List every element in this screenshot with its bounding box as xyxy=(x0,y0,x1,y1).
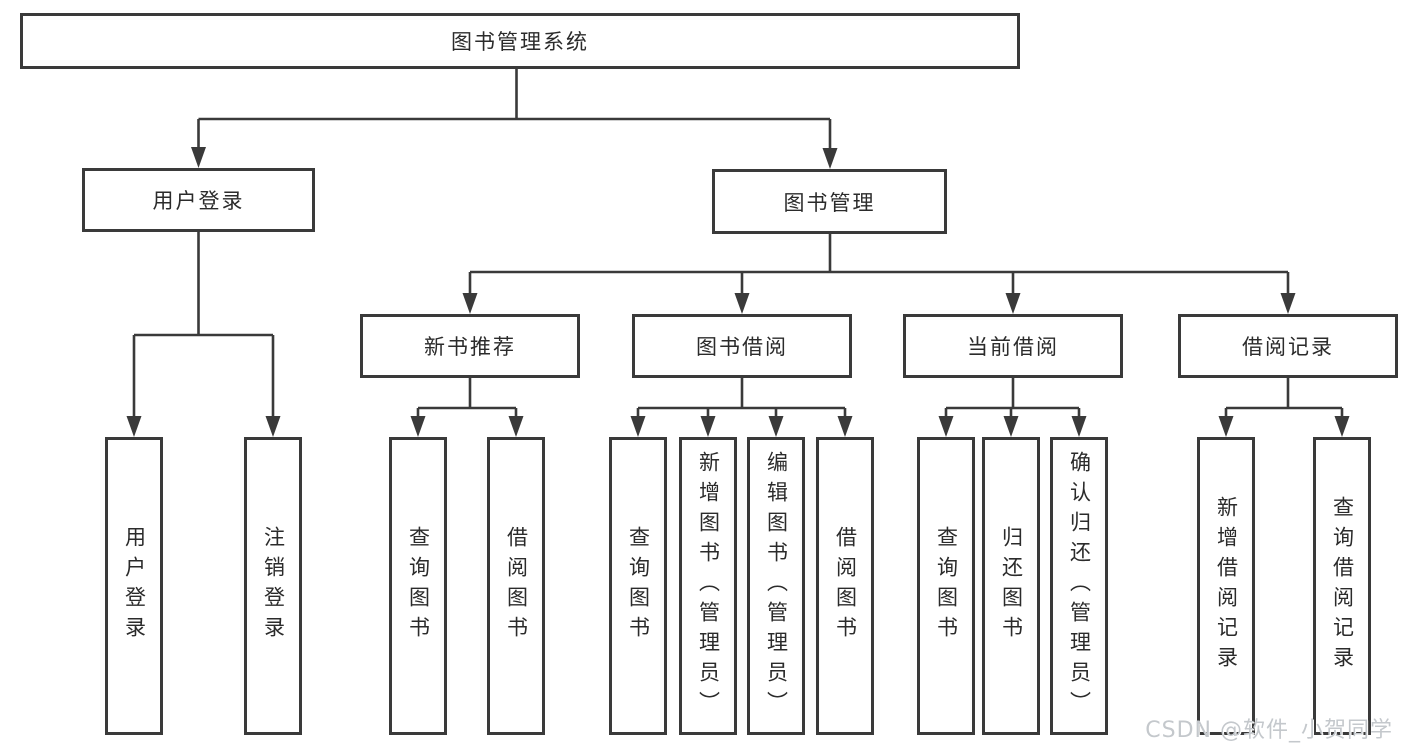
arrowhead xyxy=(700,416,716,437)
connector-records-leaves xyxy=(1224,378,1344,418)
arrowhead xyxy=(938,416,954,437)
leaf-edit-book-admin-label: 编辑图书（管理员） xyxy=(764,451,789,721)
leaf-borrow-books-label: 借阅图书 xyxy=(833,526,858,646)
leaf-add-book-admin-label: 新增图书（管理员） xyxy=(696,451,721,721)
arrowhead xyxy=(734,293,750,314)
arrowhead xyxy=(508,416,524,437)
node-borrow-records-label: 借阅记录 xyxy=(1242,335,1334,359)
connector-borrow-leaves xyxy=(636,378,847,418)
leaf-logout: 注销登录 xyxy=(244,437,302,735)
node-book-management-label: 图书管理 xyxy=(783,190,876,215)
node-current-borrow-label: 当前借阅 xyxy=(967,335,1059,359)
leaf-add-book-admin: 新增图书（管理员） xyxy=(679,437,737,735)
leaf-add-borrow-record-label: 新增借阅记录 xyxy=(1214,496,1239,676)
arrowhead xyxy=(462,293,478,314)
arrowhead xyxy=(1005,293,1021,314)
leaf-return-book-label: 归还图书 xyxy=(999,526,1024,646)
arrowhead xyxy=(265,416,281,437)
leaf-borrow-books-recommend-label: 借阅图书 xyxy=(504,526,529,646)
node-root-label: 图书管理系统 xyxy=(451,30,589,54)
leaf-edit-book-admin: 编辑图书（管理员） xyxy=(747,437,805,735)
node-current-borrow: 当前借阅 xyxy=(903,314,1123,378)
node-new-book-recommend-label: 新书推荐 xyxy=(424,335,516,359)
leaf-query-borrow-record-label: 查询借阅记录 xyxy=(1330,496,1355,676)
arrowhead xyxy=(837,416,853,437)
leaf-add-borrow-record: 新增借阅记录 xyxy=(1197,437,1255,735)
node-new-book-recommend: 新书推荐 xyxy=(360,314,580,378)
arrowhead xyxy=(410,416,426,437)
leaf-return-book: 归还图书 xyxy=(982,437,1040,735)
node-user-login: 用户登录 xyxy=(82,168,315,232)
leaf-confirm-return-admin-label: 确认归还（管理员） xyxy=(1067,451,1092,721)
node-book-borrow: 图书借阅 xyxy=(632,314,852,378)
leaf-user-login-label: 用户登录 xyxy=(122,526,147,646)
arrowhead xyxy=(1218,416,1234,437)
arrowhead xyxy=(191,147,206,168)
leaf-query-books-current-label: 查询图书 xyxy=(934,526,959,646)
node-user-login-label: 用户登录 xyxy=(152,189,245,213)
node-book-borrow-label: 图书借阅 xyxy=(696,335,788,359)
leaf-query-books-recommend-label: 查询图书 xyxy=(406,526,431,646)
leaf-query-books-recommend: 查询图书 xyxy=(389,437,447,735)
connector-bookmgmt-level3 xyxy=(468,234,1290,294)
connector-userlogin-leaves xyxy=(132,232,275,418)
leaf-logout-label: 注销登录 xyxy=(261,526,286,646)
leaf-query-borrow-record: 查询借阅记录 xyxy=(1313,437,1371,735)
arrowhead xyxy=(126,416,142,437)
node-borrow-records: 借阅记录 xyxy=(1178,314,1398,378)
arrowhead xyxy=(1003,416,1019,437)
arrowhead xyxy=(768,416,784,437)
arrowhead xyxy=(822,148,838,169)
connector-root-level2 xyxy=(197,69,832,150)
arrowhead xyxy=(630,416,646,437)
leaf-query-books-borrow: 查询图书 xyxy=(609,437,667,735)
node-root: 图书管理系统 xyxy=(20,13,1020,69)
leaf-user-login: 用户登录 xyxy=(105,437,163,735)
leaf-confirm-return-admin: 确认归还（管理员） xyxy=(1050,437,1108,735)
leaf-query-books-borrow-label: 查询图书 xyxy=(626,526,651,646)
node-book-management: 图书管理 xyxy=(712,169,947,234)
arrowhead xyxy=(1334,416,1350,437)
connector-current-leaves xyxy=(944,378,1081,418)
leaf-borrow-books: 借阅图书 xyxy=(816,437,874,735)
connector-recommend-leaves xyxy=(416,378,518,418)
leaf-query-books-current: 查询图书 xyxy=(917,437,975,735)
arrowhead xyxy=(1071,416,1087,437)
arrowhead xyxy=(1280,293,1296,314)
leaf-borrow-books-recommend: 借阅图书 xyxy=(487,437,545,735)
